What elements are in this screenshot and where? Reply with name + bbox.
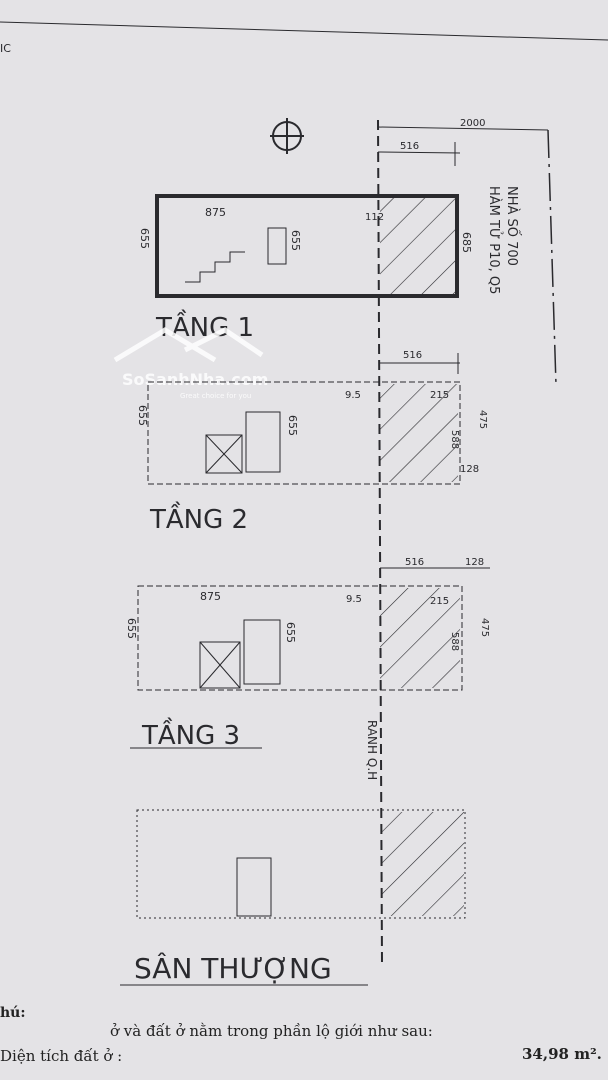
rooftop-plan xyxy=(136,809,466,919)
boundary-line xyxy=(377,119,383,966)
dim-215: 215 xyxy=(430,390,449,401)
floor-2-plan: 9.5 215 475 588 128 655 655 xyxy=(136,381,488,485)
dim-setback-1: 516 xyxy=(400,141,419,152)
dim-length: 875 xyxy=(205,206,226,219)
notes-line1: ở và đất ở nằm trong phần lộ giới như sa… xyxy=(110,1022,433,1040)
dim-small: 112 xyxy=(365,212,384,223)
dim-total: 2000 xyxy=(460,118,485,129)
dim-128-3: 128 xyxy=(465,557,484,568)
watermark-tagline: Great choice for you xyxy=(180,392,251,400)
dim-9-5: 9.5 xyxy=(345,390,361,401)
dim-width-3: 655 xyxy=(125,618,138,639)
dim-475-3: 475 xyxy=(479,618,490,637)
boundary-label: RANH Q.H xyxy=(365,720,379,780)
dim-length-3: 875 xyxy=(200,590,221,603)
dim-width: 655 xyxy=(138,228,151,249)
address-line1: NHÀ SỐ 700 xyxy=(504,186,521,266)
watermark-logo: SoSanhNha.com Great choice for you xyxy=(113,327,268,400)
dim-setback-2: 516 xyxy=(403,350,422,361)
dim-width-inner: 655 xyxy=(289,230,302,251)
dim-475: 475 xyxy=(477,410,488,429)
area-label: Diện tích đất ở : xyxy=(0,1047,123,1065)
dim-width-2-inner: 655 xyxy=(286,415,299,436)
north-arrow-icon xyxy=(270,118,304,154)
dim-right-width: 685 xyxy=(460,232,473,253)
dim-588: 588 xyxy=(449,430,460,449)
watermark-brand: SoSanhNha.com xyxy=(122,370,268,389)
address-line2: HÀM TỬ P10, Q5 xyxy=(486,186,503,294)
lot-line xyxy=(547,129,557,386)
rooftop-label: SÂN THƯỢNG xyxy=(134,951,332,985)
floor-3-label: TẦNG 3 xyxy=(141,716,240,751)
floor-1-plan: 875 112 655 655 685 xyxy=(138,194,473,298)
notes-heading: hú: xyxy=(0,1005,26,1021)
floor-3-plan: 875 9.5 215 475 588 655 655 xyxy=(125,585,490,691)
dim-width-3-inner: 655 xyxy=(284,622,297,643)
page-edge xyxy=(0,21,608,41)
dim-128: 128 xyxy=(460,464,479,475)
dim-width-2: 655 xyxy=(136,405,149,426)
dim-588-3: 588 xyxy=(449,632,460,651)
floor-2-label: TẦNG 2 xyxy=(149,500,248,535)
header-code: IC xyxy=(0,42,11,55)
dim-215-3: 215 xyxy=(430,596,449,607)
dim-setback-3: 516 xyxy=(405,557,424,568)
dim-9-5-3: 9.5 xyxy=(346,594,362,605)
area-value: 34,98 m². xyxy=(522,1045,602,1063)
